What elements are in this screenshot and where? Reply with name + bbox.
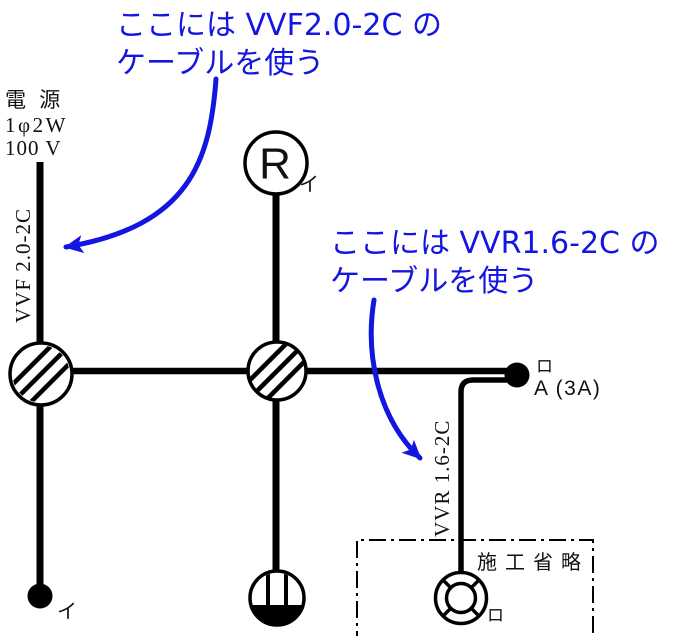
vvf-cable-label: VVF 2.0-2C (11, 208, 35, 323)
vvr-cable-label: VVR 1.6-2C (430, 420, 454, 537)
vvf-note-line2: ケーブルを使う (116, 46, 324, 81)
vvf-joint-box-left-icon (8, 341, 74, 407)
power-source-voltage: 100 V (5, 136, 62, 160)
vvf-note-line1: ここには VVF2.0-2C の (116, 8, 442, 43)
vvr-note-arrow (368, 297, 423, 461)
switch-i-circuit-label: イ (57, 601, 77, 623)
power-source-name: 電 源 (5, 88, 64, 112)
lamp-receptacle-icon: R (243, 130, 309, 196)
outdoor-light-circuit-label: ロ (487, 606, 504, 625)
switch-i-icon (27, 583, 53, 609)
omitted-area-label: 施工省略 (477, 551, 589, 574)
vvr-note-line1: ここには VVR1.6-2C の (330, 226, 660, 261)
vvf-note-arrow (63, 76, 219, 254)
auto-switch-rating-label: A (3A) (534, 377, 601, 400)
omitted-area-box (356, 539, 594, 636)
lamp-receptacle-letter: R (259, 140, 291, 189)
outdoor-light-icon (433, 570, 489, 626)
vvf-joint-box-right-icon (246, 340, 308, 402)
auto-switch-circuit-label: ロ (536, 357, 553, 376)
wire-vvr-branch (458, 377, 507, 575)
auto-switch-icon (504, 362, 530, 388)
power-source-phase: 1φ2W (5, 113, 68, 137)
outlet-icon (248, 569, 306, 627)
vvr-note-line2: ケーブルを使う (330, 264, 538, 299)
lamp-receptacle-circuit-label: イ (299, 174, 319, 196)
